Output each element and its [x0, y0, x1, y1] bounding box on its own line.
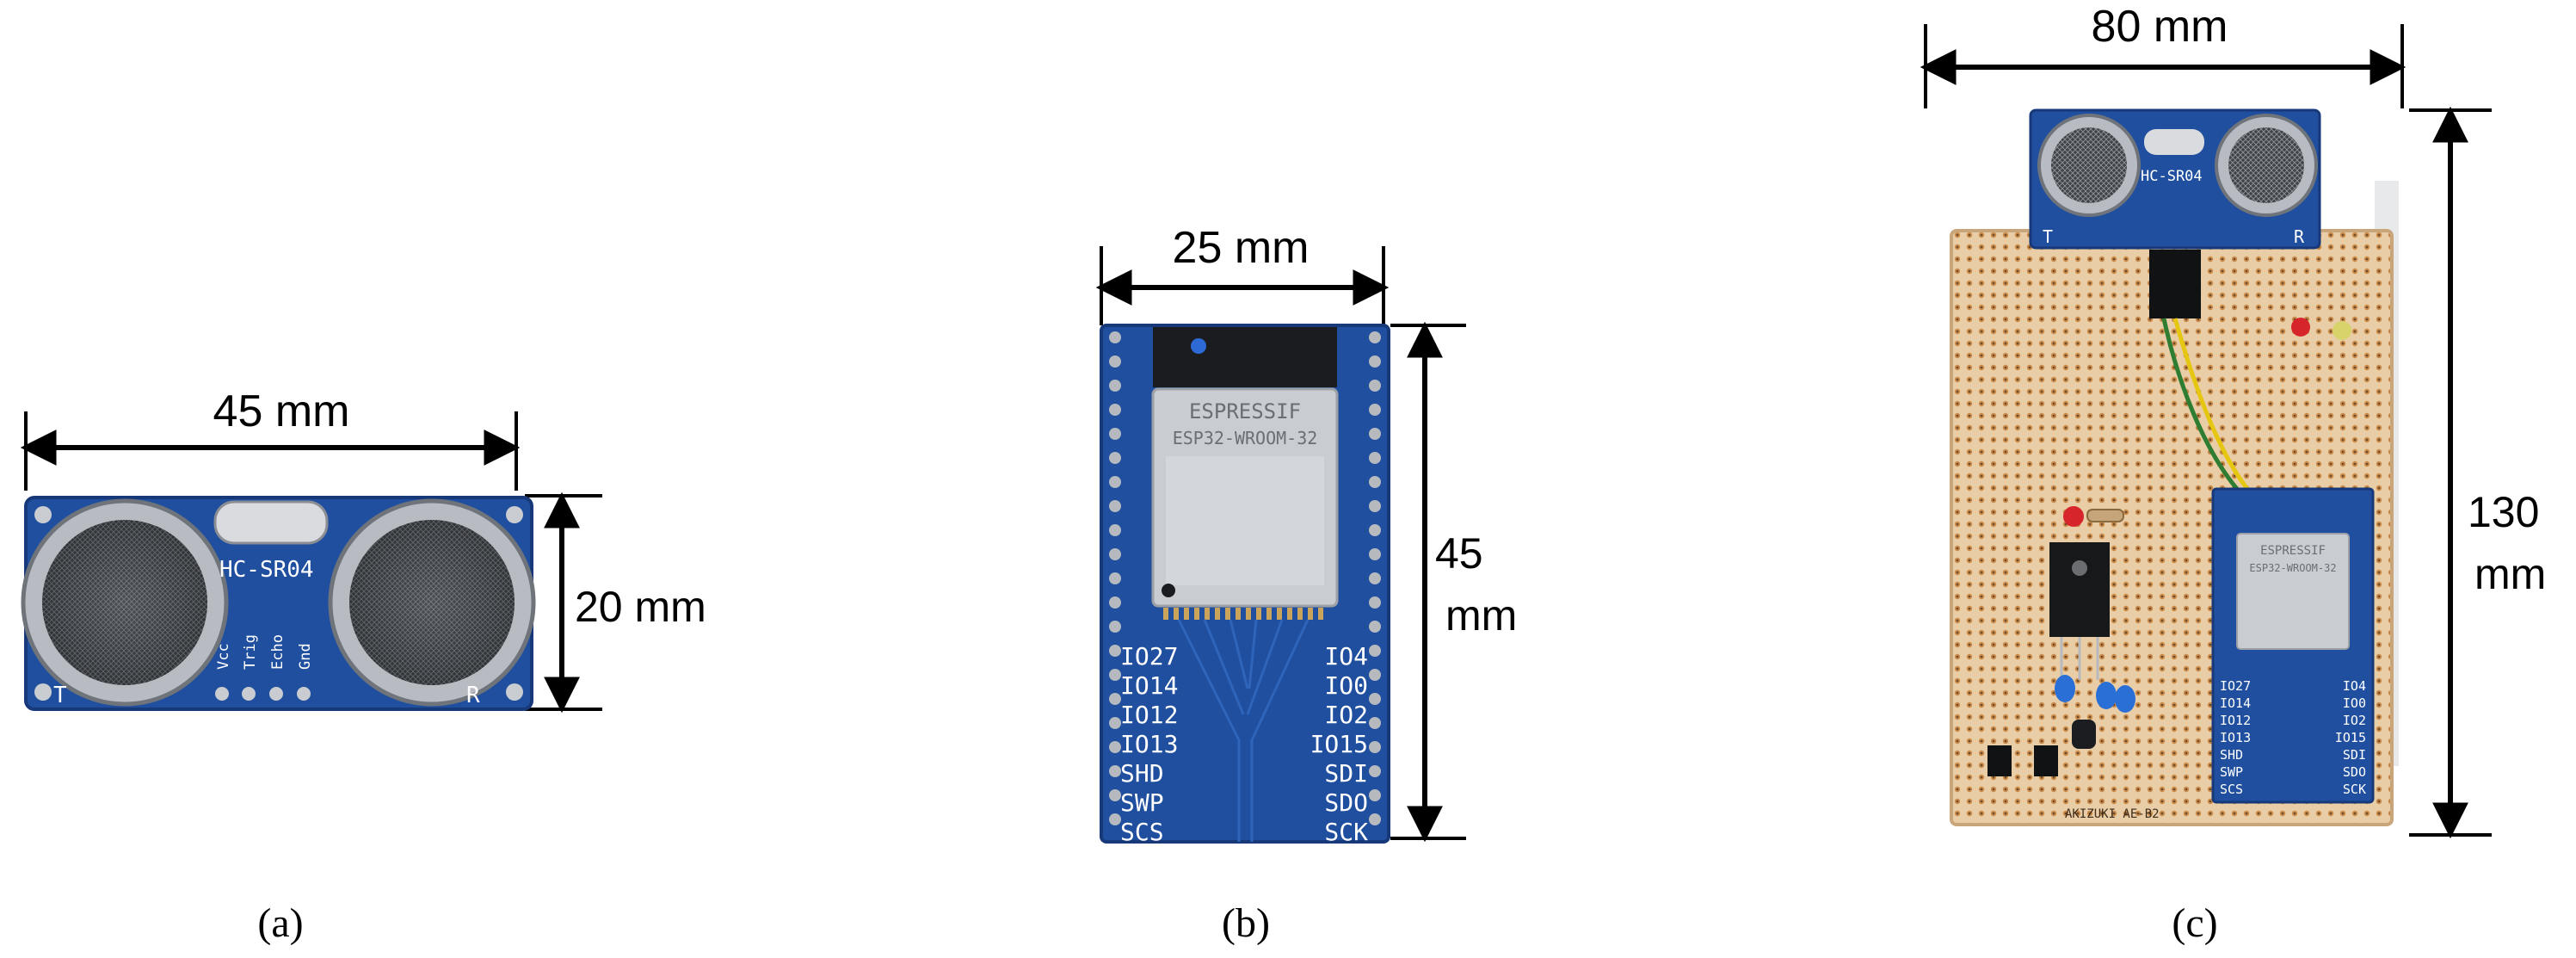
svg-text:IO12: IO12	[2220, 713, 2251, 728]
svg-text:IO15: IO15	[2335, 730, 2366, 745]
panel-a: 45 mm 20 mm HC-SR04 Vcc	[20, 386, 706, 946]
svg-text:Trig: Trig	[242, 634, 259, 670]
caption-b: (b)	[1222, 900, 1270, 946]
left-pin-labels-b: IO27 IO14 IO12 IO13 SHD SWP SCS	[1120, 642, 1178, 846]
svg-text:SDI: SDI	[2343, 747, 2366, 763]
height-label-c-line1: 130	[2468, 488, 2539, 536]
svg-text:IO2: IO2	[2343, 713, 2366, 728]
assembled-device-image: HC-SR04 T R	[1950, 108, 2399, 826]
width-label-c: 80 mm	[2092, 2, 2228, 52]
caption-c: (c)	[2172, 900, 2217, 946]
svg-text:SWP: SWP	[2220, 764, 2243, 780]
svg-text:Gnd: Gnd	[297, 643, 314, 670]
svg-text:SHD: SHD	[2220, 747, 2243, 763]
height-label-c-line2: mm	[2474, 550, 2546, 598]
transmitter-mark: T	[53, 683, 67, 708]
caption-a: (a)	[257, 900, 303, 946]
svg-text:Vcc: Vcc	[215, 643, 232, 670]
svg-text:IO0: IO0	[1324, 671, 1368, 700]
svg-text:Echo: Echo	[269, 634, 287, 670]
svg-text:IO0: IO0	[2343, 695, 2366, 711]
svg-text:IO27: IO27	[2220, 678, 2251, 694]
svg-text:SDO: SDO	[1324, 788, 1368, 817]
width-label-b: 25 mm	[1173, 223, 1310, 273]
svg-text:SCS: SCS	[1120, 818, 1164, 846]
svg-text:IO13: IO13	[1120, 730, 1178, 758]
svg-text:SWP: SWP	[1120, 788, 1164, 817]
voltage-regulator	[2049, 542, 2110, 637]
sensor-r-mark-c: R	[2294, 226, 2305, 247]
svg-text:IO15: IO15	[1310, 730, 1368, 758]
svg-text:IO4: IO4	[1324, 642, 1368, 671]
width-label-a: 45 mm	[213, 386, 350, 436]
svg-text:SCS: SCS	[2220, 782, 2243, 797]
module-label-c: ESP32-WROOM-32	[2249, 562, 2336, 574]
right-pin-labels-c: IO4 IO0 IO2 IO15 SDI SDO SCK	[2335, 678, 2366, 797]
panel-b: 25 mm 45 mm ESPRESSIF ESP32-WROOM-32	[1095, 223, 1517, 946]
left-pin-labels-c: IO27 IO14 IO12 IO13 SHD SWP SCS	[2220, 678, 2251, 797]
model-label-a: HC-SR04	[219, 557, 314, 583]
height-label-a: 20 mm	[575, 583, 706, 631]
esp32-board-image: ESPRESSIF ESP32-WROOM-32 IO27 IO14	[1100, 324, 1390, 846]
height-label-b-line1: 45	[1435, 529, 1483, 578]
svg-text:IO4: IO4	[2343, 678, 2366, 694]
pin-labels-a: Vcc Trig Echo Gnd	[215, 634, 314, 670]
svg-text:IO13: IO13	[2220, 730, 2251, 745]
height-label-b-line2: mm	[1445, 591, 1517, 640]
svg-text:IO2: IO2	[1324, 701, 1368, 729]
hc-sr04-board-image: HC-SR04 Vcc Trig Echo Gnd T R	[21, 496, 536, 711]
module-label-b: ESP32-WROOM-32	[1173, 428, 1318, 448]
svg-text:IO12: IO12	[1120, 701, 1178, 729]
svg-text:SHD: SHD	[1120, 759, 1164, 788]
brand-label-c: ESPRESSIF	[2260, 544, 2326, 558]
svg-text:SCK: SCK	[2343, 782, 2366, 797]
svg-text:SCK: SCK	[1324, 818, 1368, 846]
svg-text:SDI: SDI	[1324, 759, 1368, 788]
sensor-model-label-c: HC-SR04	[2141, 168, 2203, 185]
receiver-mark: R	[466, 683, 480, 708]
svg-text:IO14: IO14	[1120, 671, 1178, 700]
svg-text:SDO: SDO	[2343, 764, 2366, 780]
svg-text:IO14: IO14	[2220, 695, 2251, 711]
panel-c: 80 mm 130 mm HC-SR04 T R	[1920, 2, 2546, 946]
sensor-t-mark-c: T	[2043, 226, 2053, 247]
right-pin-labels-b: IO4 IO0 IO2 IO15 SDI SDO SCK	[1310, 642, 1369, 846]
brand-label-b: ESPRESSIF	[1189, 399, 1301, 423]
svg-text:IO27: IO27	[1120, 642, 1178, 671]
perfboard-footer-text: AKIZUKI AE-B2	[2065, 807, 2160, 821]
